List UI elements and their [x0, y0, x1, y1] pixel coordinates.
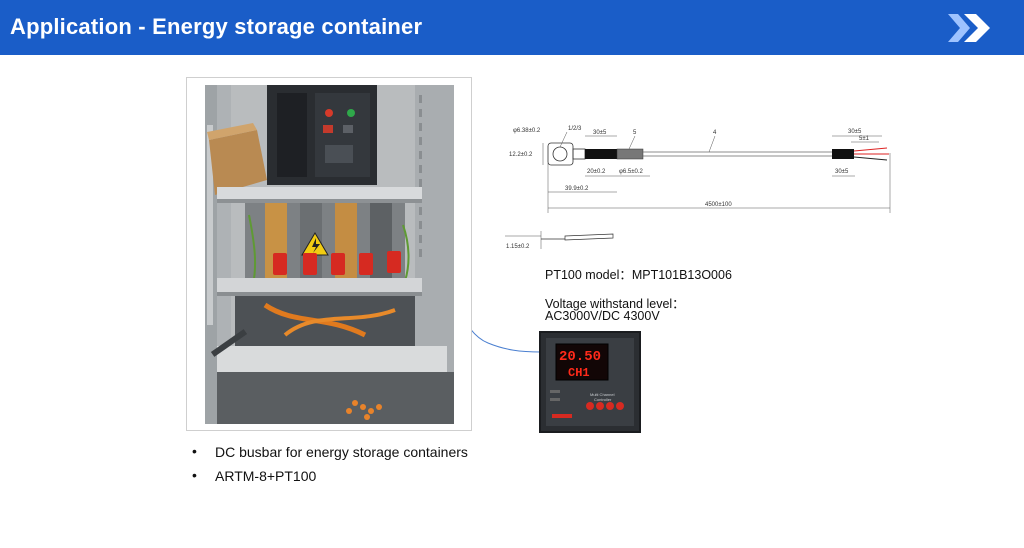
dim-lead-30: 30±5 [593, 130, 607, 136]
controller-display-channel: CH1 [568, 366, 590, 380]
dim-part5: 5 [633, 130, 637, 136]
dim-right-5: 5±1 [859, 136, 870, 142]
pt100-dimension-drawing: φ6.38±0.2 1/2/3 30±5 5 4 30±5 5±1 12.2±0… [505, 126, 891, 250]
dim-part4: 4 [713, 130, 717, 136]
controller-panel-text-2: Controller [594, 397, 612, 402]
dim-bottom-30: 30±5 [835, 169, 849, 175]
page-title: Application - Energy storage container [10, 14, 423, 39]
controller-display-value: 20.50 [559, 349, 601, 365]
dim-len-399: 39.9±0.2 [565, 186, 589, 192]
artm-controller-image: 20.50 CH1 Multi Channel Controller [539, 331, 641, 433]
bullet-marker: • [192, 443, 197, 459]
dim-height: 12.2±0.2 [509, 152, 533, 158]
dim-dia-65: φ6.5±0.2 [619, 169, 644, 175]
pt100-model-text: PT100 model：MPT101B13O006 [545, 268, 732, 282]
dim-thickness: 1.15±0.2 [506, 244, 530, 250]
bullet-text: ARTM-8+PT100 [215, 468, 317, 484]
dim-len-20: 20±0.2 [587, 169, 606, 175]
bullet-marker: • [192, 467, 197, 483]
voltage-withstand-label: Voltage withstand level： [545, 297, 685, 311]
photo-frame [186, 77, 472, 431]
double-chevron-right-icon [948, 14, 990, 42]
voltage-withstand-value: AC3000V/DC 4300V [545, 309, 660, 323]
dim-parts: 1/2/3 [568, 126, 582, 132]
dim-right-30: 30±5 [848, 129, 862, 135]
controller-panel-text-1: Multi Channel [590, 392, 615, 397]
dim-total: 4500±100 [705, 202, 732, 208]
title-bar: Application - Energy storage container [0, 0, 1024, 55]
dim-ring-diameter: φ6.38±0.2 [513, 128, 541, 134]
cabinet-busbar-photo [205, 85, 454, 424]
bullet-text: DC busbar for energy storage containers [215, 444, 468, 460]
